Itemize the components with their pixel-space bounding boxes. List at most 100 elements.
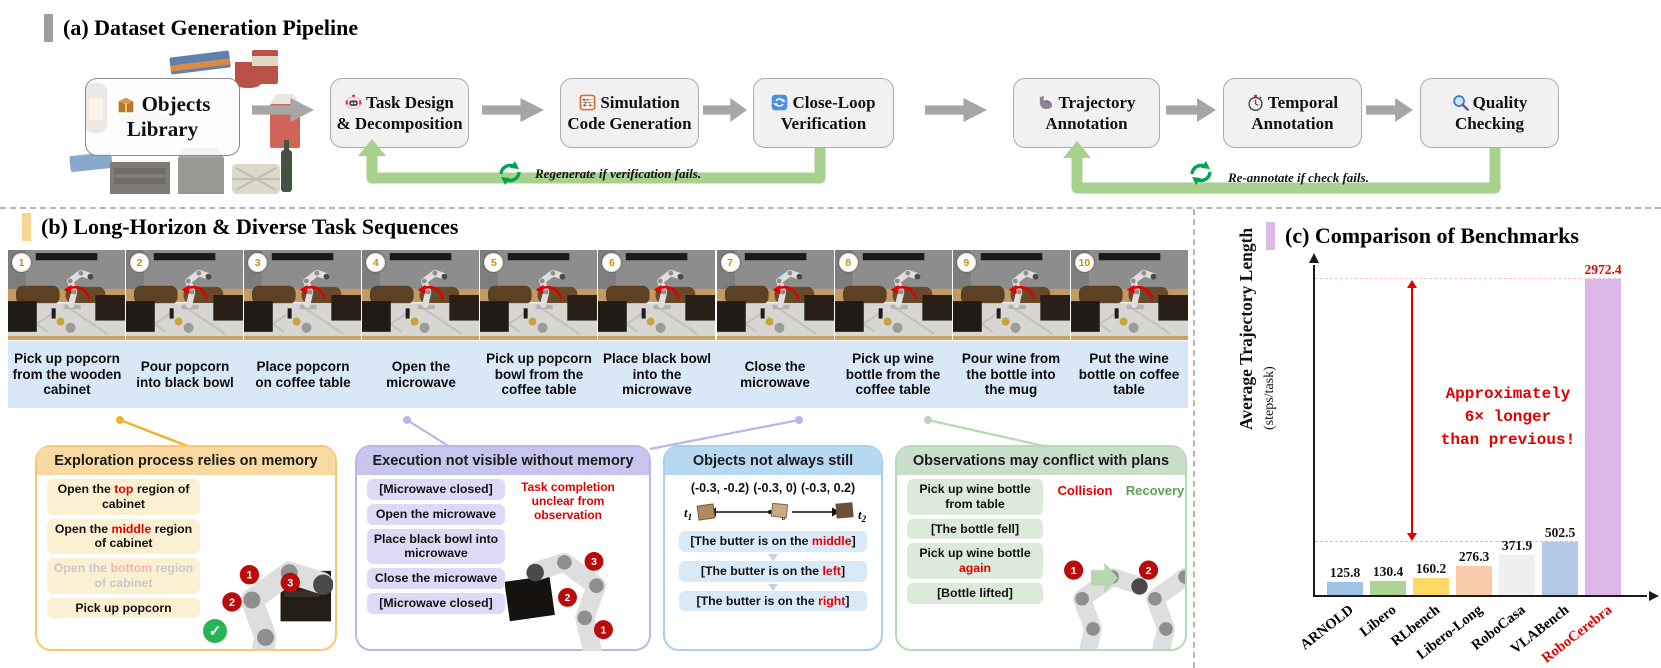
frame-number-badge: 3 (248, 253, 268, 272)
refresh-icon (499, 161, 521, 185)
divider-vertical (1193, 209, 1195, 668)
section-c-title-text: (c) Comparison of Benchmarks (1285, 223, 1579, 248)
step-quality-checking: Quality Checking (1420, 78, 1559, 148)
collision-label: Collision (1057, 483, 1113, 498)
svg-text:1: 1 (1071, 565, 1077, 577)
step-label: Quality (1472, 92, 1528, 112)
svg-text:1: 1 (601, 625, 607, 636)
plan-step: Open the middle region of cabinet (47, 518, 200, 554)
plan-step: Pick up popcorn (47, 597, 200, 619)
step-simulation-code: Simulation Code Generation (560, 78, 699, 148)
task-frame: 7 (717, 250, 834, 340)
plan-step: Place black bowl into microwave (367, 528, 505, 564)
step-close-loop: Close-Loop Verification (753, 78, 894, 148)
step-trajectory-annotation: Trajectory Annotation (1013, 78, 1160, 148)
task-caption: Pour wine from the bottle into the mug (961, 350, 1061, 398)
svg-text:1: 1 (246, 570, 252, 582)
refresh-icon (1190, 161, 1212, 185)
svg-text:t2: t2 (858, 507, 867, 524)
y-axis-arrow-icon (1309, 253, 1319, 263)
frame-number-badge: 6 (602, 253, 622, 272)
panel4-title: Observations may conflict with plans (897, 447, 1185, 475)
state-note: [Microwave closed] (367, 479, 505, 500)
step-task-design: Task Design & Decomposition (330, 78, 469, 148)
section-b-title-text: (b) Long-Horizon & Diverse Task Sequence… (41, 214, 459, 239)
step-label: Checking (1455, 114, 1524, 133)
step-label: Annotation (1251, 114, 1334, 133)
panel1-title: Exploration process relies on memory (37, 447, 335, 475)
robot-icon (345, 94, 362, 109)
task-frame: 3 (244, 250, 361, 340)
dashed-reference-mid (1315, 540, 1578, 542)
section-c-title-bar (1266, 222, 1275, 250)
y-axis-label: Average Trajectory Length (1236, 227, 1256, 430)
check-icon: ✓ (203, 619, 227, 643)
objects-library-line1: Objects (141, 91, 211, 116)
plan-step: Open the microwave (367, 503, 505, 525)
panel-objects-move: Objects not always still (-0.3, -0.2)(-0… (663, 445, 883, 651)
plan-step: Pick up wine bottle from table (907, 479, 1043, 515)
state-note: [The bottle fell] (907, 518, 1043, 540)
task-caption: Place popcorn on coffee table (255, 358, 351, 390)
benchmark-bar-chart: Approximately 6× longer than previous! 1… (1297, 253, 1659, 667)
panel3-title: Objects not always still (665, 447, 881, 475)
section-c-title: (c) Comparison of Benchmarks (1266, 222, 1579, 250)
objects-library-box: Objects Library (85, 78, 240, 156)
frame-number-badge: 7 (720, 253, 740, 272)
task-caption: Open the microwave (386, 358, 456, 390)
frame-number-badge: 8 (838, 253, 858, 272)
step-label: Annotation (1045, 114, 1128, 133)
chart-annotation: Approximately 6× longer than previous! (1440, 385, 1576, 450)
down-arrow-icon (768, 553, 778, 561)
task-frame: 5 (480, 250, 597, 340)
down-arrow-icon (768, 583, 778, 591)
collision-recovery-illustration: 1 2 (1041, 560, 1185, 649)
magnifier-icon (1452, 95, 1469, 111)
caption-panel-connectors (116, 416, 1049, 450)
muscle-icon (1040, 96, 1053, 109)
x-axis-arrow-icon (1649, 591, 1659, 601)
svg-text:2: 2 (565, 593, 571, 604)
frame-number-badge: 2 (130, 253, 150, 272)
arrow-right-icon (482, 98, 544, 122)
frame-number-badge: 4 (366, 253, 386, 272)
abacus-icon (579, 94, 596, 111)
plan-step: Open the top region of cabinet (47, 479, 200, 515)
task-caption: Pick up wine bottle from the coffee tabl… (845, 350, 941, 398)
section-b-title-bar (22, 213, 31, 241)
plan-step: Pick up wine bottle again (907, 543, 1043, 579)
comparison-arrow (1407, 279, 1416, 541)
state-note: [Microwave closed] (367, 592, 505, 614)
package-icon (118, 97, 133, 113)
task-completion-note: Task completion unclear from observation (521, 480, 615, 522)
step-label: Temporal (1267, 92, 1339, 112)
loop1-label: Regenerate if verification fails. (535, 166, 702, 181)
step-label: Trajectory (1058, 92, 1136, 112)
divider-horizontal (0, 207, 1661, 209)
task-frame: 4 (362, 250, 479, 340)
y-axis-sublabel: (steps/task) (1262, 366, 1277, 430)
frame-number-badge: 10 (1074, 253, 1094, 272)
panel2-title: Execution not visible without memory (357, 447, 649, 475)
stopwatch-icon (1248, 94, 1263, 111)
state-note: [The butter is on the middle] (679, 531, 867, 552)
plan-step-skipped: Open the bottom region of cabinet (47, 558, 200, 594)
state-note: [Bottle lifted] (907, 582, 1043, 604)
section-a-title-bar (44, 14, 53, 42)
task-caption: Pick up popcorn from the wooden cabinet (12, 350, 122, 398)
loop2-label: Re-annotate if check fails. (1228, 170, 1369, 185)
step-label: Task Design (366, 92, 454, 112)
step-label: Code Generation (567, 114, 692, 133)
task-frame: 1 (8, 250, 125, 340)
task-frame: 2 (126, 250, 243, 340)
frame-number-badge: 5 (484, 253, 504, 272)
step-temporal-annotation: Temporal Annotation (1223, 78, 1362, 148)
panel-exploration-memory: Exploration process relies on memory Ope… (35, 445, 337, 651)
section-b-title: (b) Long-Horizon & Diverse Task Sequence… (22, 213, 458, 241)
loop-icon (772, 94, 788, 111)
